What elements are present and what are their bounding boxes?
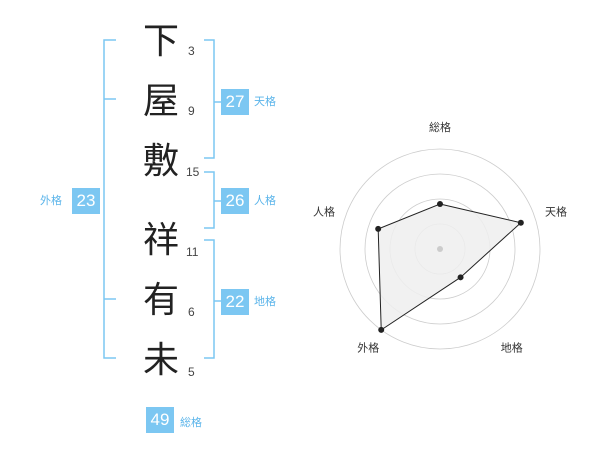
radar-ring-3: [364, 173, 516, 325]
soukaku-value-badge: 49: [146, 407, 174, 433]
gaikaku-label: 外格: [40, 194, 62, 207]
name-char-4: 祥: [142, 220, 179, 261]
radar-axis-label-1: 総格: [429, 120, 451, 134]
soukaku-label: 総格: [180, 416, 202, 429]
radar-point-1: [437, 201, 443, 207]
radar-point-4: [378, 326, 385, 333]
jinkaku-bracket: [204, 171, 215, 229]
radar-axis-label-3: 地格: [501, 341, 523, 355]
radar-axis-label-2: 天格: [545, 204, 567, 218]
chikaku-label: 地格: [254, 295, 276, 308]
jinkaku-value-badge: 26: [221, 188, 249, 214]
gaikaku-value-badge: 23: [72, 188, 100, 214]
name-char-6: 未: [142, 340, 179, 381]
radar-axis-label-5: 人格: [313, 204, 335, 218]
stroke-count-3: 15: [186, 165, 200, 179]
tenkaku-label: 天格: [254, 95, 276, 108]
name-char-5: 有: [142, 280, 179, 321]
radar-axis-label-4: 外格: [357, 341, 379, 355]
stroke-count-6: 5: [188, 365, 195, 379]
radar-point-5: [375, 225, 382, 232]
chikaku-value-badge: 22: [221, 289, 249, 315]
stroke-count-2: 9: [188, 104, 195, 118]
gaikaku-bracket: [103, 39, 116, 359]
name-char-2: 屋: [142, 81, 179, 122]
jinkaku-label: 人格: [254, 194, 276, 207]
tenkaku-value-badge: 27: [221, 89, 249, 115]
tenkaku-bracket: [204, 39, 215, 159]
stroke-count-5: 6: [188, 305, 195, 319]
radar-center-dot: [437, 246, 443, 252]
radar-data-points: [375, 201, 524, 333]
radar-point-2: [517, 219, 524, 226]
radar-ring-4: [339, 148, 541, 350]
radar-data-polygon: [377, 203, 522, 331]
chikaku-bracket: [204, 239, 215, 359]
radar-point-3: [457, 274, 464, 281]
stroke-count-1: 3: [188, 44, 195, 58]
name-char-1: 下: [142, 21, 179, 62]
name-char-3: 敷: [142, 141, 179, 182]
stroke-count-4: 11: [186, 245, 199, 259]
